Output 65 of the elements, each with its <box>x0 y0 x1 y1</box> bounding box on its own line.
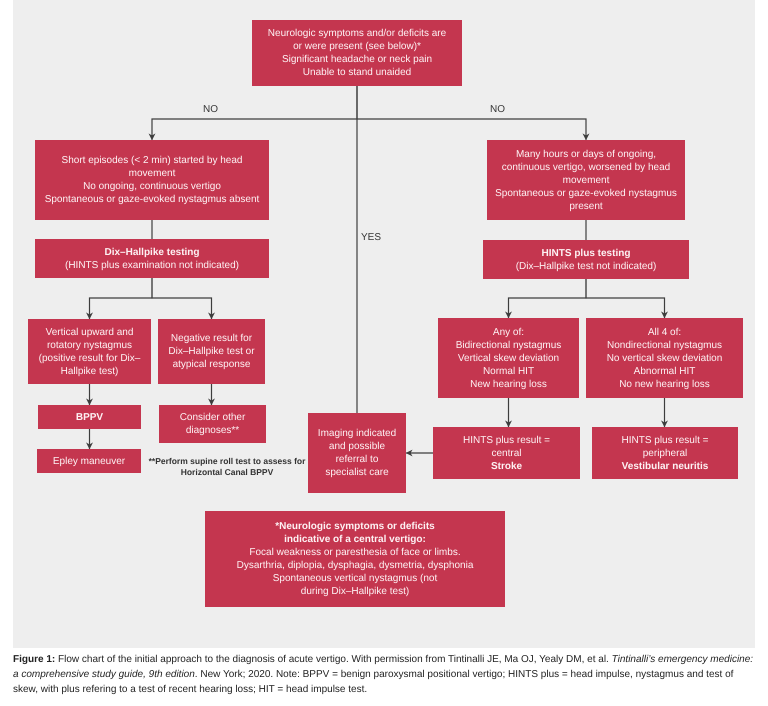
footnote: **Perform supine roll test to assess for Horizontal Canal BPPV <box>148 456 306 478</box>
box-text: Epley maneuver <box>52 454 126 468</box>
arrow <box>151 278 215 320</box>
arrow <box>86 384 93 406</box>
box-text: Significant headache or neck pain <box>282 53 432 66</box>
figure-caption: Figure 1: Flow chart of the initial approach to the diagnosis of acute vertigo. With permission from Tintinalli JE, Ma OJ, Yealy DM, et al. Tintinalli’s emergency medicine: a comprehensive study guide, 9th edition. New York; 2020. Note: BPPV = benign paroxysmal positional vertigo; HINTS plus = head impulse, nystagmus and test of skew, with plus refering to a test of recent hearing loss; HIT = head impulse test. <box>13 653 754 697</box>
box-text: Neurologic symptoms and/or deficits are or were present (see below)* <box>266 27 448 53</box>
process-box <box>35 239 269 278</box>
box-text: Spontaneous or gaze-evoked nystagmus absent <box>44 193 260 206</box>
process-box <box>438 318 579 398</box>
box-text: Vertical skew deviation <box>458 352 560 364</box>
box-text: Many hours or days of ongoing, continuous vertigo, worsened by head movement <box>501 148 671 186</box>
box-text: Unable to stand unaided <box>302 66 412 79</box>
box-text: HINTS plus result = central <box>462 434 551 460</box>
box-text: Short episodes (< 2 min) started by head movement <box>60 154 244 180</box>
process-box <box>37 449 141 473</box>
process-box <box>158 319 265 384</box>
box-text: Consider other diagnoses** <box>178 411 246 437</box>
box-text: Normal HIT <box>482 364 534 378</box>
arrow <box>585 279 668 318</box>
box-text: Imaging indicated and possible referral to specialist care <box>317 427 397 479</box>
process-box <box>483 240 689 279</box>
box-text: Vertical upward and rotatory nystagmus (positive result for Dix–Hallpike test) <box>38 326 142 378</box>
box-text: Abnormal HIT <box>634 364 696 378</box>
box-text: Spontaneous or gaze-evoked nystagmus present <box>495 186 677 212</box>
box-text: Any of: <box>492 326 524 338</box>
process-box <box>35 140 269 220</box>
box-text: No vertical skew deviation <box>606 352 722 364</box>
connector-line <box>585 220 587 240</box>
box-text: (HINTS plus examination not indicated) <box>65 258 239 272</box>
arrow <box>661 398 668 428</box>
box-text: Spontaneous vertical nystagmus (not during Dix–Hallpike test) <box>272 572 438 598</box>
arrow <box>86 429 93 450</box>
box-text: All 4 of: <box>648 326 682 338</box>
note-box <box>205 511 505 607</box>
connector-line <box>151 220 153 239</box>
connector-line <box>356 86 358 413</box>
box-text: Dysarthria, diplopia, dysphagia, dysmetria, dysphonia <box>236 559 474 572</box>
box-heading: *Neurologic symptoms or deficits indicative of a central vertigo: <box>274 520 436 546</box>
box-text: Bidirectional nystagmus <box>456 338 562 352</box>
arrow <box>505 398 512 428</box>
process-box <box>586 318 743 398</box>
box-heading: Stroke <box>490 460 522 472</box>
result-box <box>592 427 738 479</box>
box-heading: BPPV <box>76 410 104 424</box>
box-text: Negative result for Dix–Hallpike test or atypical response <box>168 332 256 371</box>
box-text: New hearing loss <box>470 378 547 390</box>
box-heading: Dix–Hallpike testing <box>104 246 200 258</box>
process-box <box>487 140 685 220</box>
process-box <box>308 413 406 493</box>
decision-box <box>252 20 462 86</box>
box-text: (Dix–Hallpike test not indicated) <box>516 260 656 272</box>
box-heading: Vestibular neuritis <box>622 460 708 472</box>
process-box <box>159 405 266 443</box>
box-text: No ongoing, continuous vertigo <box>83 180 221 193</box>
arrow <box>406 450 433 456</box>
box-heading: HINTS plus testing <box>542 246 630 260</box>
result-box <box>433 427 580 479</box>
box-text: Nondirectional nystagmus <box>606 338 722 352</box>
process-box <box>28 319 151 384</box>
box-text: No new hearing loss <box>619 378 710 390</box>
box-text: HINTS plus result = peripheral <box>620 434 710 460</box>
process-box <box>38 405 141 429</box>
box-text: Focal weakness or paresthesia of face or limbs. <box>249 546 461 559</box>
arrow <box>208 384 215 406</box>
